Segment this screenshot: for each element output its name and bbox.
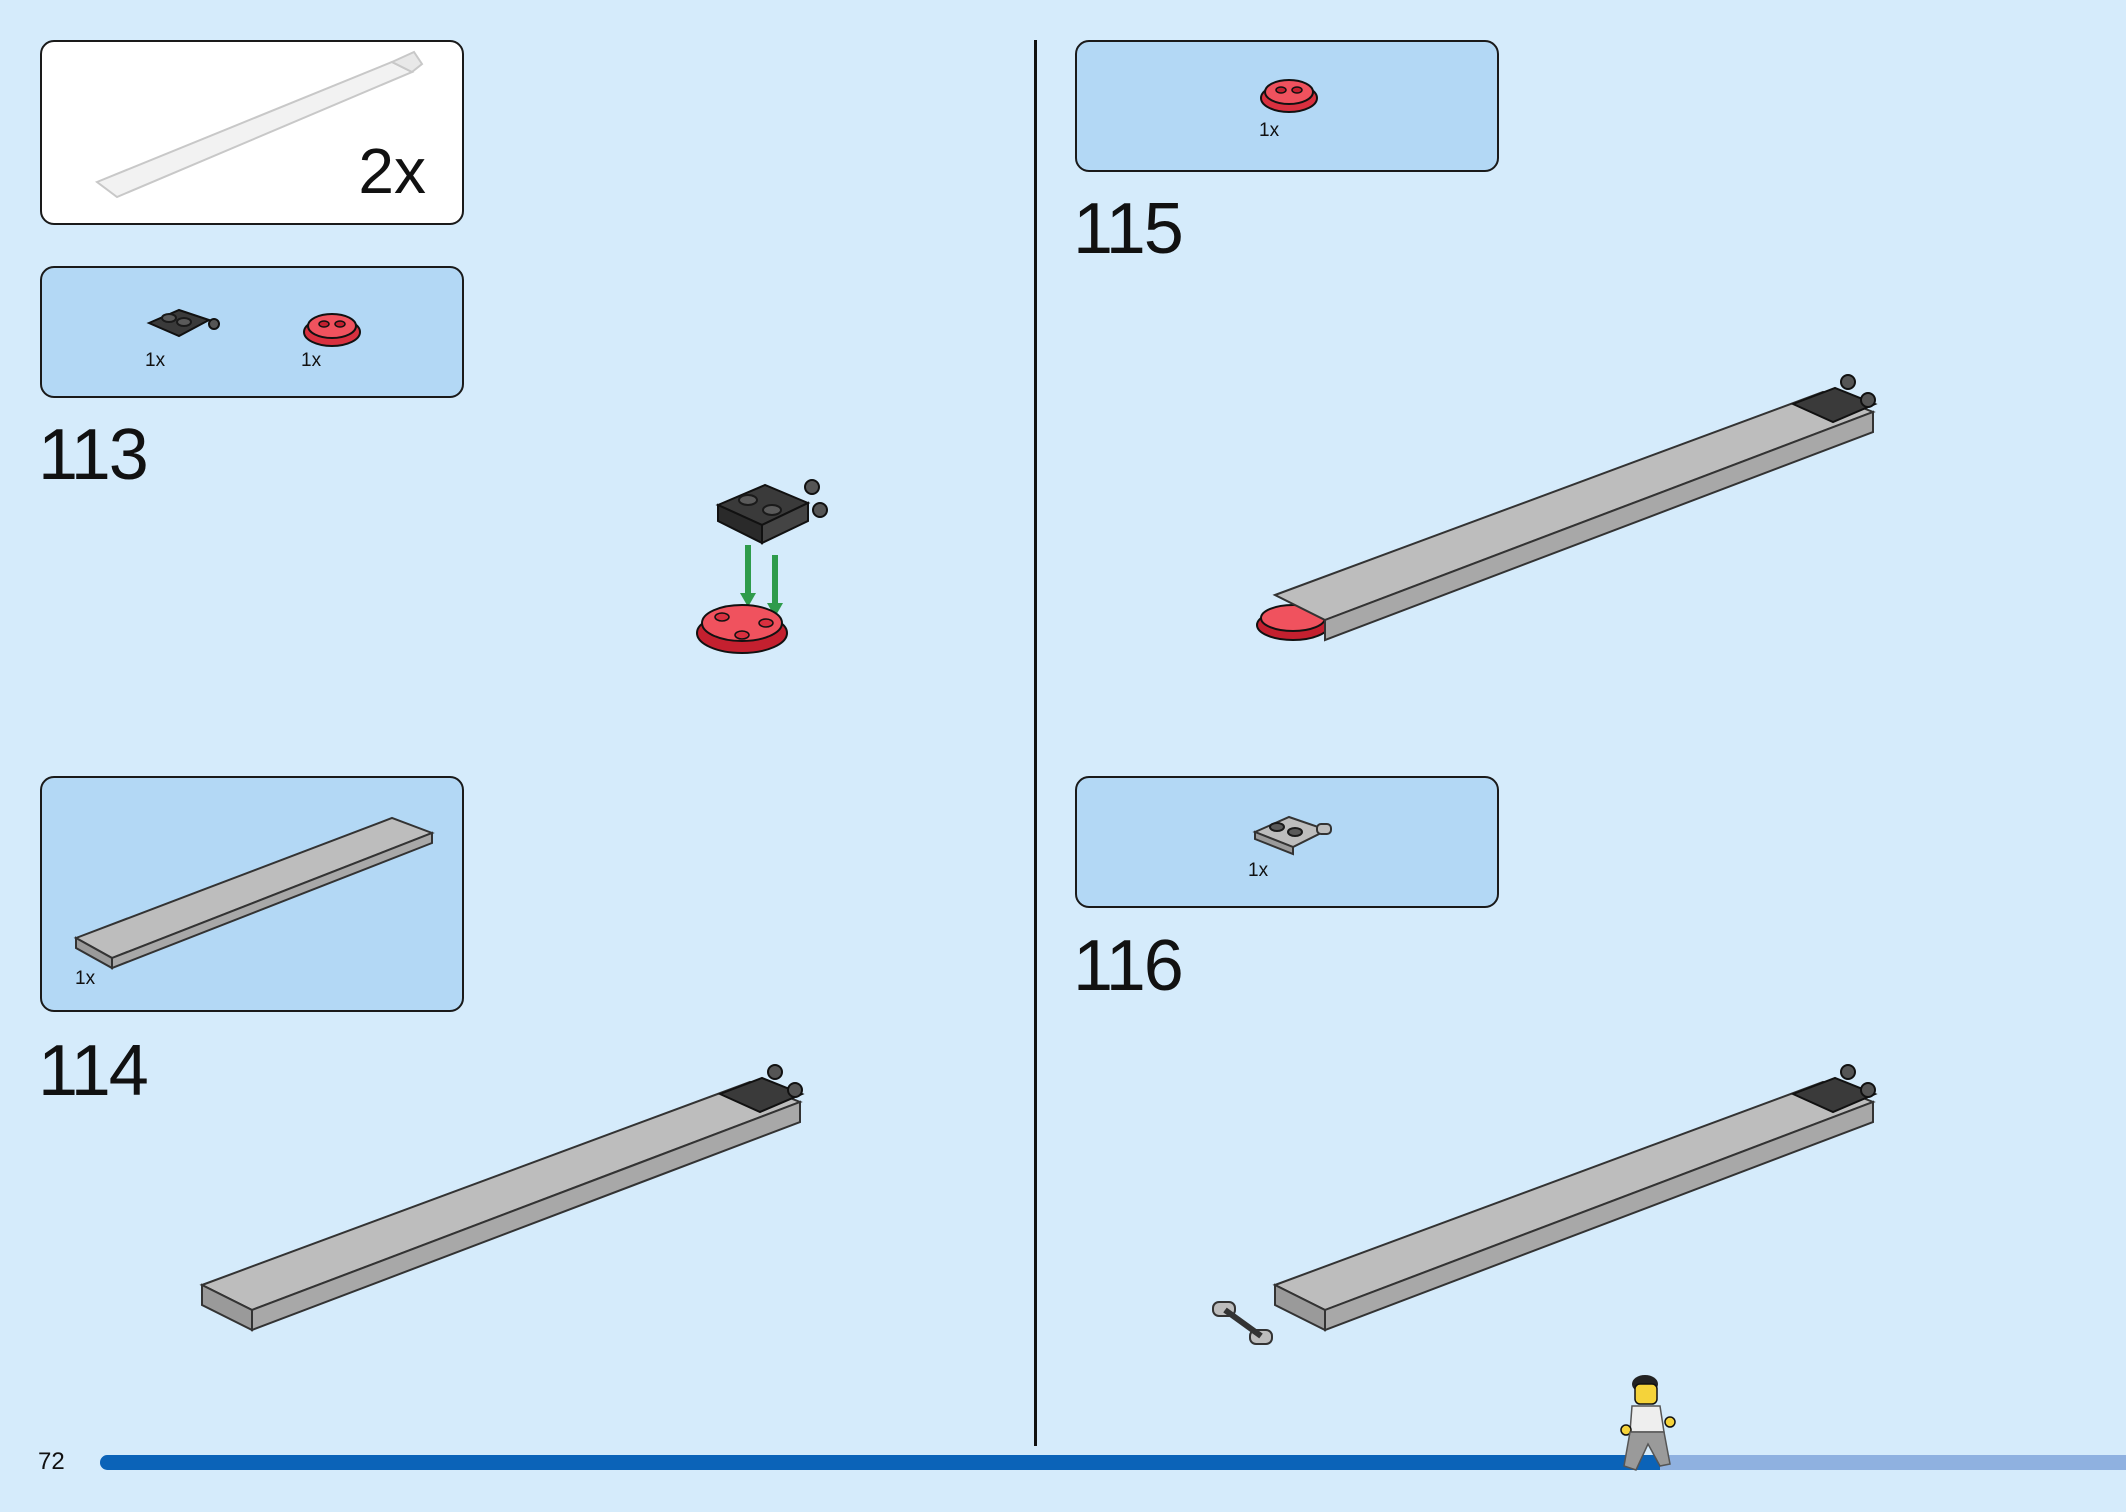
grey-plate-with-bar-handle-part <box>1252 815 1332 856</box>
step-114-parts-callout: 1x <box>40 776 464 1012</box>
step-115-parts-callout: 1x <box>1075 40 1499 172</box>
step-113-number: 113 <box>38 415 149 495</box>
dark-grey-plate-with-clips-part <box>146 308 220 338</box>
page-column-divider <box>1034 40 1037 1446</box>
step-116-number: 116 <box>1073 926 1184 1006</box>
grey-plate-2x16-part <box>73 816 435 970</box>
step-115-number: 115 <box>1073 189 1184 269</box>
part-qty-label: 1x <box>301 350 322 371</box>
sub-assembly-plate-image <box>94 50 424 199</box>
minifigure-progress-marker <box>1620 1375 1676 1471</box>
step-113-assembly-image <box>696 479 828 654</box>
trans-red-round-plate-part <box>1260 79 1318 113</box>
part-qty-label: 1x <box>1259 120 1280 141</box>
part-qty-label: 1x <box>1248 860 1269 881</box>
part-qty-label: 1x <box>145 350 166 371</box>
build-progress-fill <box>100 1455 1661 1470</box>
step-116-parts-callout: 1x <box>1075 776 1499 908</box>
step-115-assembly-image <box>1256 374 1878 642</box>
sub-assembly-quantity: 2x <box>358 135 426 207</box>
step-114-assembly-image <box>199 1064 805 1332</box>
step-114-number: 114 <box>38 1031 149 1111</box>
step-113-parts-callout: 1x 1x <box>40 266 464 398</box>
sub-assembly-callout: 2x <box>40 40 464 225</box>
trans-red-round-plate-part <box>303 313 361 347</box>
build-progress-bar <box>100 1455 2126 1470</box>
step-116-assembly-image <box>1212 1064 1878 1345</box>
page-number: 72 <box>38 1448 65 1475</box>
part-qty-label: 1x <box>75 968 96 989</box>
